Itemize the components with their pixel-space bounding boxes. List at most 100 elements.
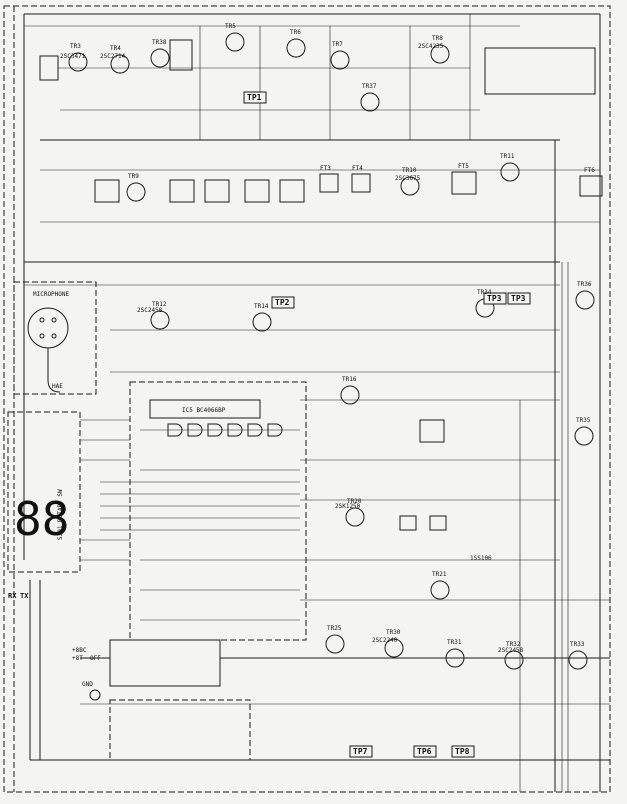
mic-pin [39,333,45,339]
switch-labels: RX TX +8BC +8T OFF GND [8,592,101,688]
second-stage-coil [169,179,195,203]
transistor-label: TR5 [225,23,236,30]
transistor-label: TR6 [290,29,301,36]
test-point-box [451,745,475,758]
top-stage-transistor [110,54,130,74]
transistor-label: TR25 [327,625,342,632]
antenna-connector [89,689,101,701]
mic-pin [39,317,45,323]
transistor-label: TR8 [432,35,443,42]
bottom-transistor [445,648,465,668]
part-number: 2SC2240 [372,637,398,644]
second-stage-coil [94,179,120,203]
part-number: 2SC3471 [60,53,86,60]
test-point-label: TP6 [417,747,432,756]
transistor-label: TR36 [577,281,592,288]
part-number: 2SC2714 [100,53,126,60]
bottom-resistor-bank [109,639,221,687]
switch-label: +8T [72,655,83,662]
microphone-label: MICROPHONE [33,291,70,298]
transistor-label: TR3 [70,43,81,50]
crystal-filter-label: FT6 [584,167,595,174]
second-stage-transistor [126,182,146,202]
switch-label: OFF [90,655,101,662]
top-stage-transistor [68,52,88,72]
microphone-sub-label: HAE [52,383,63,390]
test-points: TP1 TP2 TP3 TP3 TP7 TP6 TP8 [243,91,531,758]
part-number: 2SC4235 [418,43,444,50]
top-stage [39,14,596,140]
top-stage-transformer [169,39,193,71]
bottom-transistor [384,638,404,658]
transistor-label: TR12 [152,301,167,308]
ic-region: IC5 BC4066BP [100,381,307,641]
top-stage-transistor [225,32,245,52]
mid-stage-transistor [345,507,365,527]
second-stage-coil [244,179,270,203]
transistor-label: TR33 [570,641,585,648]
transistor-label: TR21 [432,571,447,578]
part-number: 2SC2458 [498,647,524,654]
transistor-label: TR32 [506,641,521,648]
mid-stage-transistor [575,290,595,310]
ic-block-top-right [484,47,596,95]
test-point-box [243,91,267,104]
switch-label: RX [8,592,17,600]
mid-stage-component [399,515,417,531]
test-point-box [413,745,437,758]
bottom-transistor [504,650,524,670]
second-stage-transistor [400,176,420,196]
mid-stage-transistor [574,426,594,446]
transistor-label: TR35 [576,417,591,424]
left-wiring [29,419,130,761]
part-number: 1SS106 [470,555,492,562]
switch-label: +8BC [72,647,87,654]
transistor-label: TR38 [152,39,167,46]
crystal-filter-labels: FT3 FT4 FT5 FT6 [320,163,595,174]
second-stage [40,162,603,223]
transistor-label: TR14 [254,303,269,310]
test-point-label: TP7 [353,747,368,756]
test-point-label: TP1 [247,93,262,102]
test-point-box [507,292,531,305]
second-stage-transistor [500,162,520,182]
and-gate [187,423,203,437]
transistor-label: TR10 [402,167,417,174]
and-gate [207,423,223,437]
mid-stage [110,290,610,601]
display-frame [7,411,81,573]
mid-stage-component [419,419,445,443]
mic-cable [47,348,61,393]
part-number: 2SC3675 [395,175,421,182]
bottom-capacitor-bank [109,699,251,761]
mid-stage-transistor [340,385,360,405]
mid-stage-transistor [430,580,450,600]
part-number: 2SC2458 [137,307,163,314]
test-point-label: TP8 [455,747,470,756]
and-gate [267,423,283,437]
channel-display: 88 S301 ROTARY SW [7,411,81,573]
transistor-label: TR11 [500,153,515,160]
microphone-socket [27,307,69,349]
switch-label: TX [20,592,29,600]
bottom-transistor [568,650,588,670]
test-point-label: TP3 [487,294,502,303]
mid-stage-transistor [150,310,170,330]
ic5-label: IC5 BC4066BP [182,407,226,414]
top-stage-transistor [360,92,380,112]
and-gate [227,423,243,437]
transistor-label: TR7 [332,41,343,48]
crystal-filter-label: FT5 [458,163,469,170]
crystal-filter-label: FT4 [352,165,363,172]
part-number-labels: 2SC3471 2SC2714 2SC4235 2SC3675 2SC2458 … [60,43,524,654]
top-stage-block [39,55,59,81]
test-point-label: TP3 [511,294,526,303]
crystal-filter [451,171,477,195]
mic-pin [51,333,57,339]
and-gate [247,423,263,437]
transistor-label: TR37 [362,83,377,90]
right-rails [519,14,601,792]
and-gate [167,423,183,437]
